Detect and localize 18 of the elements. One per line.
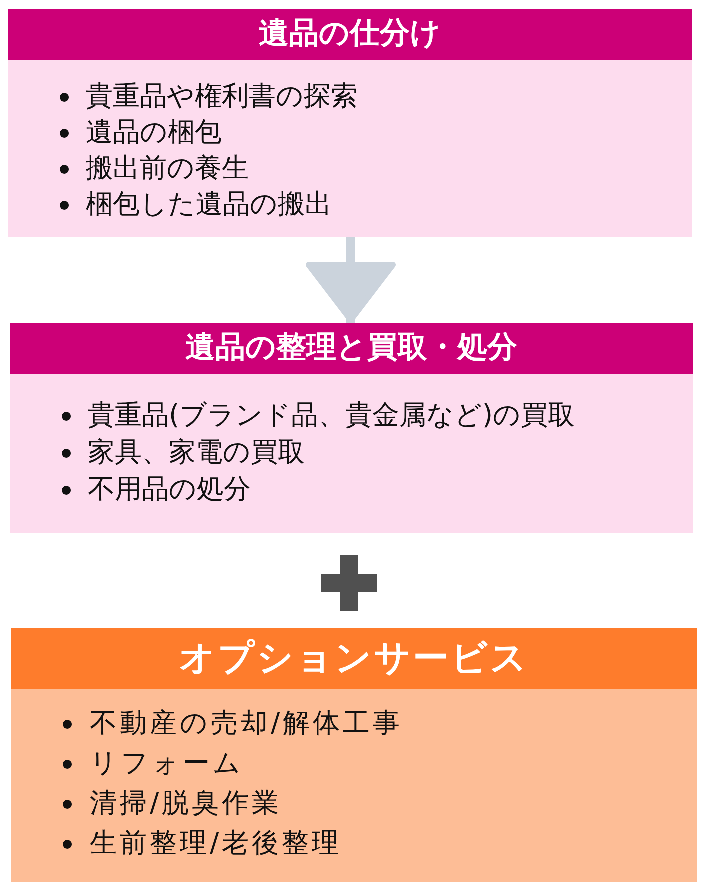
list-item-text: 不用品の処分: [88, 473, 251, 507]
list-item-text: 遺品の梱包: [86, 116, 222, 150]
list-box: [8, 9, 692, 237]
list-box: [11, 628, 697, 882]
list-item-text: 家具、家電の買取: [88, 436, 305, 470]
list-item-text: 不動産の売却/解体工事: [90, 707, 404, 741]
list-box: [10, 323, 693, 533]
box-title: 遺品の仕分け: [259, 17, 441, 52]
down-arrow: [306, 237, 396, 323]
list-item-text: 梱包した遺品の搬出: [86, 188, 332, 222]
list-item-text: 貴重品や権利書の探索: [86, 80, 358, 114]
list-item-text: リフォーム: [90, 747, 244, 781]
box-title: オプションサービス: [179, 638, 529, 680]
list-item-text: 貴重品(ブランド品、貴金属など)の買取: [88, 399, 576, 433]
list-item-text: 搬出前の養生: [86, 152, 249, 186]
box-title: 遺品の整理と買取・処分: [186, 331, 518, 366]
list-item-text: 清掃/脱臭作業: [90, 787, 282, 821]
list-item-text: 生前整理/老後整理: [90, 827, 342, 861]
